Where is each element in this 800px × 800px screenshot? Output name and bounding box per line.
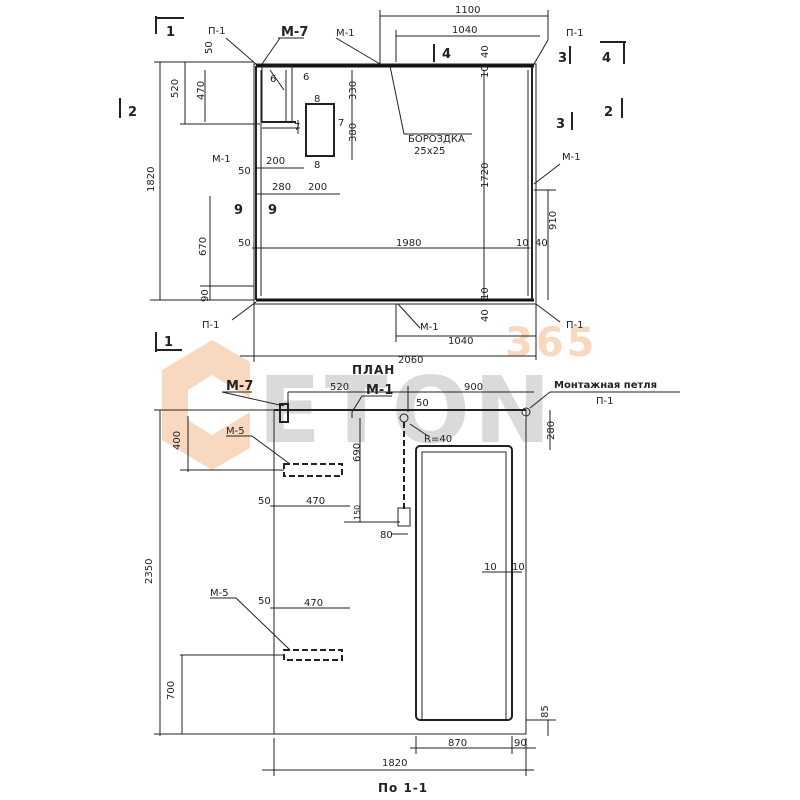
section-m5-bottom bbox=[283, 649, 343, 661]
plan-dim-1040-top: 1040 bbox=[452, 25, 477, 36]
plan-callout-borozdka: БОРОЗДКА bbox=[408, 134, 465, 145]
plan-dim-40-top: 40 bbox=[480, 45, 491, 58]
plan-title: ПЛАН bbox=[352, 363, 395, 377]
plan-view: 1100 1040 40 50 520 470 1820 670 90 330 … bbox=[119, 5, 626, 377]
plan-dim-40c: 40 bbox=[480, 309, 491, 322]
plan-callout-p1-bottom-right: П-1 bbox=[566, 320, 584, 331]
section-callout-r40: R=40 bbox=[424, 434, 452, 445]
plan-section-mark-1-bottom: 1 bbox=[164, 335, 173, 350]
plan-dim-200a: 200 bbox=[266, 156, 285, 167]
plan-callout-borozdka-size: 25х25 bbox=[414, 146, 445, 157]
section-dim-470a: 470 bbox=[306, 496, 325, 507]
plan-dim-200b: 200 bbox=[308, 182, 327, 193]
section-dim-870: 870 bbox=[448, 738, 467, 749]
section-dim-2350: 2350 bbox=[144, 559, 155, 584]
section-dim-1820: 1820 bbox=[382, 758, 407, 769]
section-dim-900: 900 bbox=[464, 382, 483, 393]
plan-callout-m1-top: М-1 bbox=[336, 28, 355, 39]
section-m7-plate bbox=[279, 403, 289, 423]
plan-dim-380: 380 bbox=[348, 123, 359, 142]
plan-section-mark-2-right: 2 bbox=[604, 105, 613, 120]
plan-dim-50b: 50 bbox=[238, 166, 251, 177]
plan-callout-p1-top-right: П-1 bbox=[566, 28, 584, 39]
section-dim-90: 90 bbox=[514, 738, 527, 749]
plan-callout-p1-bottom-left: П-1 bbox=[202, 320, 220, 331]
plan-section-mark-1-top: 1 bbox=[166, 25, 175, 40]
section-callout-m5-bottom: М-5 bbox=[210, 588, 229, 599]
plan-dim-1040-bottom: 1040 bbox=[448, 336, 473, 347]
section-view: 520 900 50 280 400 2350 700 690 150 50 4… bbox=[144, 379, 680, 795]
section-m5-top bbox=[283, 463, 343, 477]
section-callout-m5-top: М-5 bbox=[226, 426, 245, 437]
section-door-opening-inner bbox=[421, 451, 507, 721]
plan-dim-50: 50 bbox=[204, 41, 215, 54]
section-dim-150: 150 bbox=[353, 505, 362, 520]
plan-num-6b: 6 bbox=[303, 72, 309, 83]
plan-num-7b: 7 bbox=[338, 118, 344, 129]
section-callout-m7: М-7 bbox=[226, 379, 253, 394]
plan-section-mark-4-right: 4 bbox=[602, 51, 611, 66]
plan-callout-m7: М-7 bbox=[281, 25, 308, 40]
section-dim-280: 280 bbox=[546, 421, 557, 440]
section-callout-p1: П-1 bbox=[596, 396, 614, 407]
section-dim-700: 700 bbox=[166, 681, 177, 700]
plan-dim-1100: 1100 bbox=[455, 5, 480, 16]
plan-slab-outline bbox=[253, 63, 537, 305]
plan-dim-50c: 50 bbox=[238, 238, 251, 249]
plan-opening-8 bbox=[305, 103, 335, 157]
plan-num-8b: 8 bbox=[314, 160, 320, 171]
plan-section-mark-9a: 9 bbox=[234, 203, 243, 218]
plan-dim-670: 670 bbox=[198, 237, 209, 256]
plan-dim-40b: 40 bbox=[535, 238, 548, 249]
plan-section-mark-3-top: 3 bbox=[558, 51, 567, 66]
plan-dim-470: 470 bbox=[196, 81, 207, 100]
section-dim-85: 85 bbox=[540, 705, 551, 718]
section-box-80 bbox=[397, 507, 411, 527]
plan-callout-p1-top: П-1 bbox=[208, 26, 226, 37]
plan-dim-10c: 10 bbox=[480, 287, 491, 300]
plan-corner-box bbox=[261, 65, 293, 123]
plan-dim-10a: 10 bbox=[516, 238, 529, 249]
section-dim-10b: 10 bbox=[512, 562, 525, 573]
watermark-logo-icon bbox=[162, 340, 250, 470]
plan-callout-m1-bottom: М-1 bbox=[420, 322, 439, 333]
plan-dim-330: 330 bbox=[348, 81, 359, 100]
section-dim-50c: 50 bbox=[258, 596, 271, 607]
plan-num-8a: 8 bbox=[314, 94, 320, 105]
section-dim-10a: 10 bbox=[484, 562, 497, 573]
section-dim-50a: 50 bbox=[416, 398, 429, 409]
section-door-opening-outer bbox=[415, 445, 513, 721]
plan-num-6a: 6 bbox=[270, 74, 276, 85]
section-callout-montazh: Монтажная петля bbox=[554, 380, 657, 391]
section-dim-400: 400 bbox=[172, 431, 183, 450]
watermark-badge: 365 bbox=[505, 320, 598, 366]
section-dim-690: 690 bbox=[352, 443, 363, 462]
section-dim-80: 80 bbox=[380, 530, 393, 541]
section-title: По 1-1 bbox=[378, 781, 428, 795]
section-montazh-loop-right bbox=[521, 407, 531, 417]
plan-num-7a: 7 bbox=[294, 122, 300, 133]
section-dim-470b: 470 bbox=[304, 598, 323, 609]
plan-section-mark-3-right: 3 bbox=[556, 117, 565, 132]
plan-callout-m1-right: М-1 bbox=[562, 152, 581, 163]
plan-dim-910: 910 bbox=[548, 211, 559, 230]
plan-section-mark-9b: 9 bbox=[268, 203, 277, 218]
plan-dim-520: 520 bbox=[170, 79, 181, 98]
section-callout-m1: М-1 bbox=[366, 383, 393, 398]
plan-dim-1820: 1820 bbox=[146, 167, 157, 192]
plan-dim-1720: 1720 bbox=[480, 163, 491, 188]
plan-dim-2060: 2060 bbox=[398, 355, 423, 366]
plan-dim-1980: 1980 bbox=[396, 238, 421, 249]
plan-callout-m1-left: М-1 bbox=[212, 154, 231, 165]
plan-dim-10b: 10 bbox=[480, 65, 491, 78]
plan-section-mark-4-top: 4 bbox=[442, 47, 451, 62]
section-dim-50b: 50 bbox=[258, 496, 271, 507]
section-dim-520: 520 bbox=[330, 382, 349, 393]
plan-dim-280: 280 bbox=[272, 182, 291, 193]
plan-section-mark-2-left: 2 bbox=[128, 105, 137, 120]
plan-dim-90: 90 bbox=[200, 289, 211, 302]
